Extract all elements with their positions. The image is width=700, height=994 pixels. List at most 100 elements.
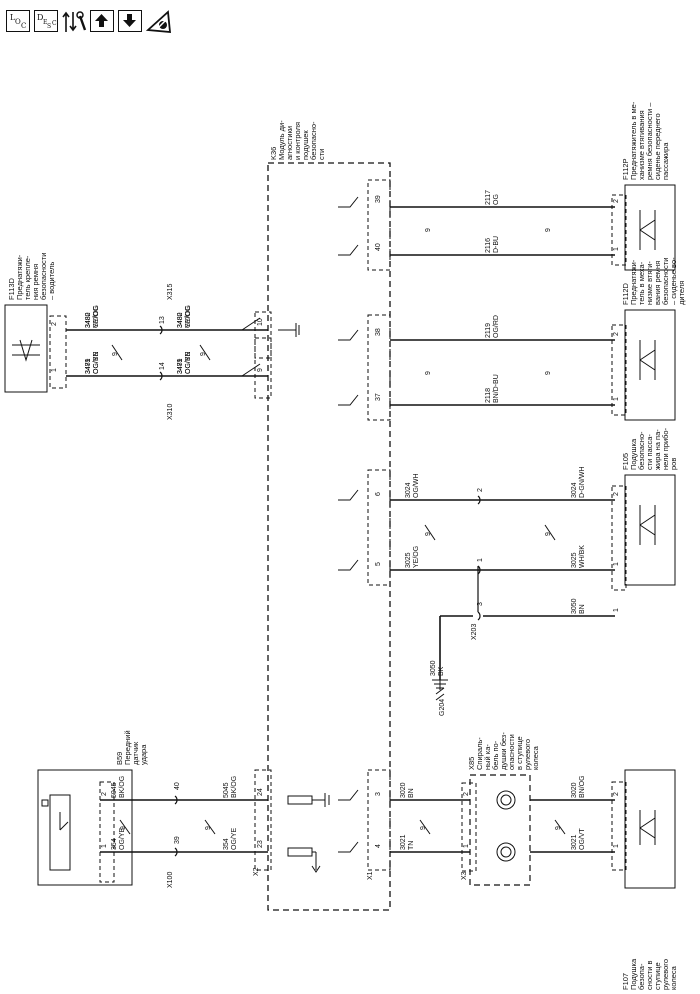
pin-f112p_2: 2: [613, 199, 620, 203]
b59-caption-line: удара: [139, 744, 148, 765]
pin-b59_2: 2: [101, 792, 108, 796]
wire-w3479a-label-line: OG/BN: [93, 351, 100, 374]
pin-x310_13: 13: [159, 316, 166, 324]
wire-w3482b-label-line: 3482: [177, 312, 184, 328]
wire-w3479a-label-line: 3479: [85, 358, 92, 374]
desc-button[interactable]: D E S C: [34, 10, 58, 32]
wire-w354a-label-line: OG/YE: [119, 827, 126, 850]
wire-w3024b-label-line: 3024: [571, 482, 578, 498]
loc-mid: O: [15, 18, 21, 26]
connector-tools-button[interactable]: [60, 6, 90, 36]
f107-caption-line: F107: [621, 973, 630, 990]
page-up-button[interactable]: [90, 10, 114, 32]
resistor-23: [287, 847, 313, 857]
wire-w3020b-label-line: BN/OG: [579, 775, 586, 798]
x85-caption-line: бель по-: [491, 740, 500, 770]
wire-w3021b-label-line: 3021: [571, 834, 578, 850]
f105-caption-line: жира на па-: [653, 429, 662, 470]
toolbar: L O C D E S C: [0, 0, 700, 44]
k36-caption-line: и контроля: [293, 122, 302, 160]
pin-b59_1: 1: [101, 844, 108, 848]
k36-caption-line: K36: [269, 147, 278, 160]
f105-caption-line: ров: [669, 458, 678, 470]
f112d-caption-line: дителя: [677, 281, 686, 305]
f105-caption-line: сти пасса-: [645, 434, 654, 470]
wire-w2119-label-line: 2119: [485, 323, 492, 338]
pin-x1_3: 3: [375, 792, 382, 796]
f105-caption-line: нели прибо-: [661, 427, 670, 470]
connector-x310-label: X310: [167, 404, 174, 420]
page-down-button[interactable]: [118, 10, 142, 32]
f112p-box: [624, 184, 676, 271]
b59-box: [37, 769, 133, 886]
pin-x100_40: 40: [174, 782, 181, 790]
wire-w2117-label-line: 2117: [485, 190, 492, 205]
pin-k_5: 5: [375, 562, 382, 566]
loc-button[interactable]: L O C: [6, 10, 30, 32]
wire-w2118-label-line: 2118: [485, 388, 492, 403]
pin-f105_1: 1: [613, 562, 620, 566]
wire-w3021b-label-line: OG/VT: [579, 827, 586, 850]
warning-button[interactable]: [144, 6, 174, 36]
pin-x310_14: 14: [159, 362, 166, 370]
twist-t3: 9: [112, 352, 119, 356]
f107-caption-line: Подушка: [629, 958, 638, 990]
wire-w3020b-label-line: 3020: [571, 782, 578, 798]
wire-w3020a-label-line: 3020: [400, 782, 407, 798]
connector-x100-label: X100: [167, 872, 174, 888]
k36-conn-11-12: [254, 311, 272, 359]
wire-w3025a-label-line: 3025: [405, 552, 412, 568]
wire-w2118-label-line: BN/D-BU: [493, 374, 500, 403]
k36-caption-line: агностики: [285, 126, 294, 160]
k36-caption-line: Модуль ди-: [277, 120, 286, 160]
k36-conn-x1: [367, 769, 391, 871]
wire-w5045b-label-line: BK/OG: [231, 776, 238, 798]
twist-t5: 9: [420, 826, 427, 830]
pin-f112d_1: 1: [613, 397, 620, 401]
connector-g204-label: G204: [439, 699, 446, 716]
wire-w354b-label-line: OG/YE: [231, 827, 238, 850]
k36-conn-5-6: [367, 469, 391, 586]
x85-caption-line: душки без-: [499, 732, 508, 770]
twist-t8: 9: [545, 532, 552, 536]
f112p-caption-line: ханизме втягивания: [637, 110, 646, 180]
f107-caption-line: безопа-: [637, 963, 646, 990]
connector-x203-label: X203: [471, 624, 478, 640]
k36-conn-37-38: [367, 314, 391, 421]
wire-w3480b-label-line: 3480: [177, 312, 184, 328]
twist-t7: 9: [425, 532, 432, 536]
pin-x203_1: 1: [477, 558, 484, 562]
f113d-caption-line: тель крепле-: [23, 255, 32, 300]
pin-k_23: 23: [257, 840, 264, 848]
f112p-caption-line: ремня безопасности –: [645, 102, 654, 180]
wire-w2117-label-line: OG: [493, 194, 500, 205]
wire-w3482b-label-line: YE/OG: [185, 306, 192, 328]
wire-w3021a-label-line: 3021: [400, 834, 407, 850]
pin-f105_1b: 1: [613, 608, 620, 612]
pin-k_40: 40: [375, 243, 382, 251]
f105-caption-line: безопасно-: [637, 431, 646, 470]
connector-x3-label: X3: [461, 871, 468, 880]
wire-w3021a-label-line: TN: [408, 841, 415, 850]
pin-x100_39: 39: [174, 836, 181, 844]
x85-caption-line: колеса: [531, 745, 540, 770]
f112p-caption-line: пассажира: [661, 142, 670, 180]
f112d-caption-line: низме втяги-: [645, 261, 654, 305]
pin-k_39: 39: [375, 195, 382, 203]
twist-t4: 9: [200, 352, 207, 356]
wire-w3050a-label-line: 3050: [571, 598, 578, 614]
